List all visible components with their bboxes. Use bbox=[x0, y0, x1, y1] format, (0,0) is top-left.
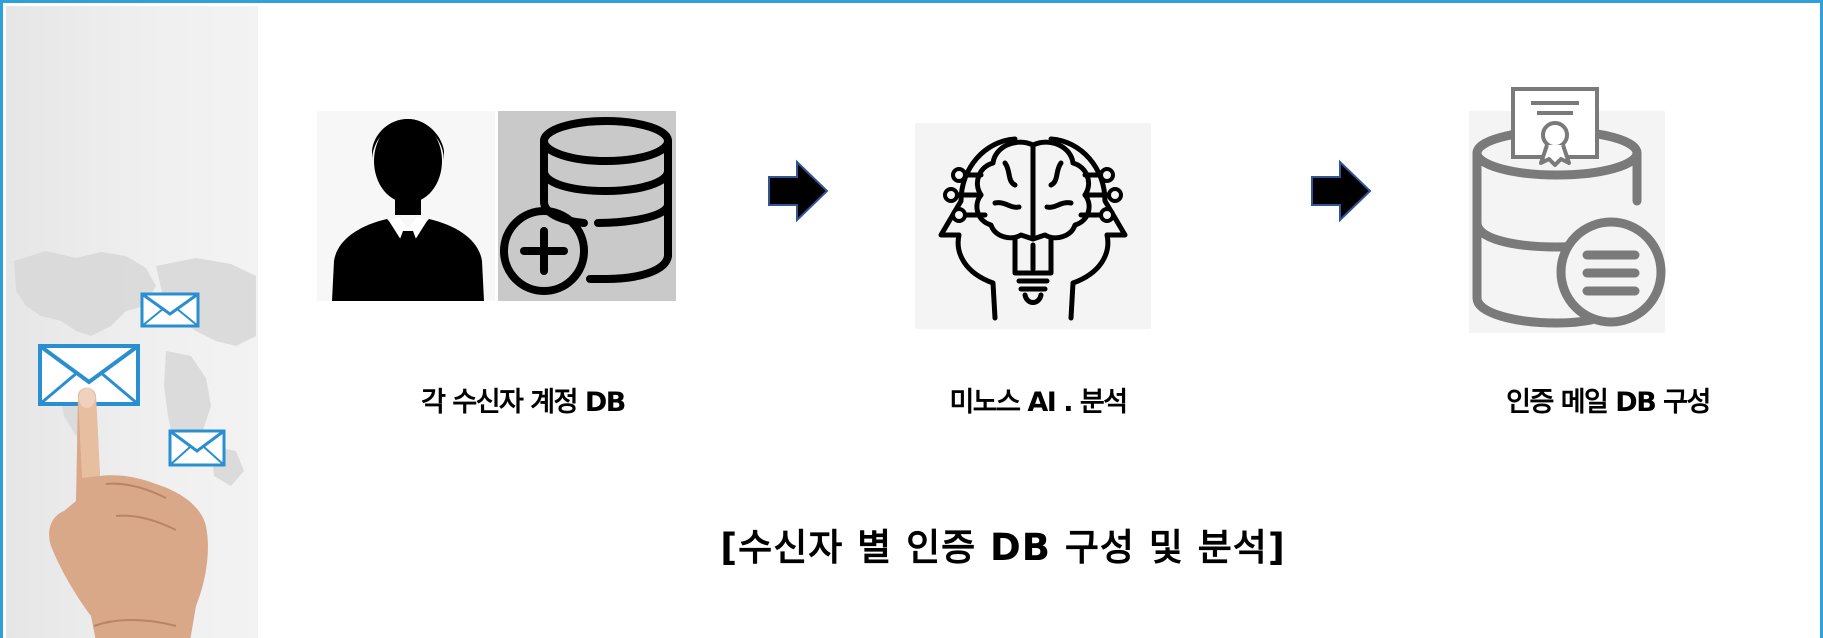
world-map-hand-illustration bbox=[14, 251, 256, 638]
step-caption-ai-analysis: 미노스 AI . 분석 bbox=[949, 387, 1128, 418]
ai-brain-heads-icon bbox=[915, 123, 1151, 329]
sidebar-illustration bbox=[6, 6, 258, 638]
envelope-icon bbox=[140, 292, 200, 328]
pointing-hand bbox=[49, 387, 208, 638]
envelope-icon bbox=[168, 429, 226, 467]
list-icon bbox=[1556, 217, 1666, 327]
step-caption-auth-mail-db: 인증 메일 DB 구성 bbox=[1506, 387, 1711, 418]
diagram-title: [수신자 별 인증 DB 구성 및 분석] bbox=[720, 526, 1286, 569]
right-arrow-icon bbox=[767, 159, 829, 227]
certificate-icon bbox=[1511, 87, 1599, 167]
right-arrow-icon bbox=[1310, 159, 1372, 227]
certificate-database-icon bbox=[1465, 83, 1669, 333]
database-add-icon bbox=[498, 111, 676, 301]
step-caption-account-db: 각 수신자 계정 DB bbox=[421, 387, 626, 418]
person-silhouette-icon bbox=[317, 111, 495, 301]
